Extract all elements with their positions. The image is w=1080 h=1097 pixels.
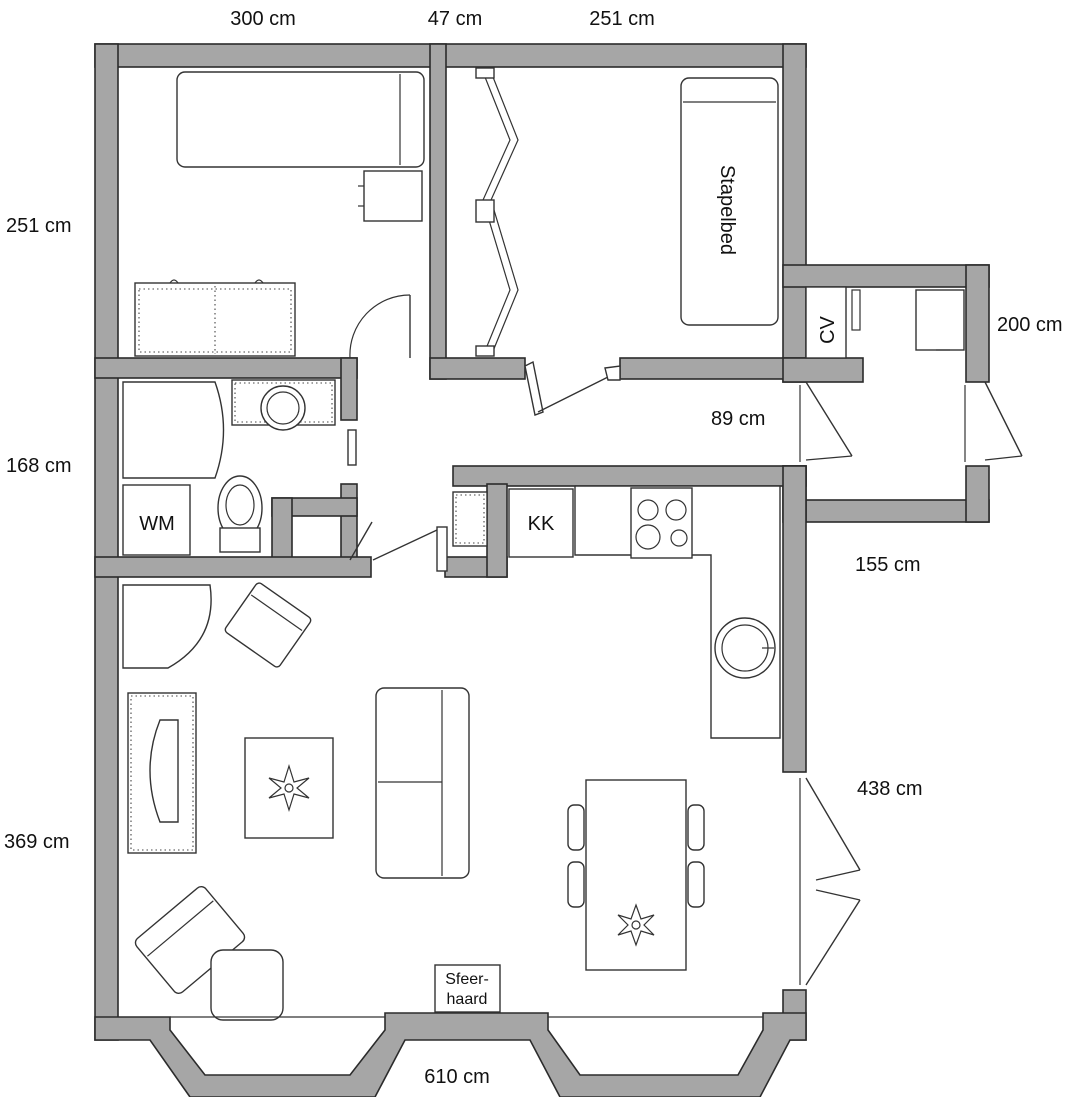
nightstand (363, 170, 423, 222)
dim-left-middle: 168 cm (6, 455, 72, 477)
dim-top-left: 300 cm (230, 8, 296, 30)
label-fridge: KK (528, 513, 555, 535)
kitchen (452, 485, 781, 739)
hall (799, 286, 1023, 462)
dim-hall-width: 89 cm (711, 408, 765, 430)
shower (122, 381, 225, 479)
stove (630, 487, 693, 559)
bedroom-1 (134, 71, 425, 359)
washing-machine (122, 484, 191, 556)
kitchen-counter (574, 485, 781, 739)
dimension-labels: 300 cm 47 cm 251 cm 251 cm 168 cm 369 cm… (4, 8, 1063, 1088)
label-fireplace-2: haard (447, 991, 488, 1008)
single-bed (176, 71, 425, 168)
tv (149, 719, 179, 823)
dim-left-lower: 369 cm (4, 831, 70, 853)
corner-cabinet (122, 584, 212, 669)
coffee-table (244, 737, 334, 839)
fridge (508, 488, 574, 558)
storage-cabinet (915, 289, 965, 351)
living-room (122, 582, 861, 1021)
bathroom-sink (260, 385, 306, 431)
footstool (210, 949, 284, 1021)
label-washing-machine: WM (139, 513, 175, 535)
label-bunk-bed: Stapelbed (716, 165, 738, 255)
dim-left-upper: 251 cm (6, 215, 72, 237)
bunk-bed (680, 77, 779, 326)
sofa (375, 687, 470, 879)
plant-dining-table (617, 903, 655, 947)
label-cv: CV (817, 315, 839, 343)
cv-cupboard (805, 286, 847, 359)
dim-right-living: 438 cm (857, 778, 923, 800)
kitchen-sink (714, 617, 776, 679)
dim-right-hall-lower: 155 cm (855, 554, 921, 576)
dim-top-right: 251 cm (589, 8, 655, 30)
walls (94, 43, 990, 1097)
label-fireplace-1: Sfeer- (445, 971, 489, 988)
bedroom-2 (475, 67, 779, 416)
dining-table (585, 779, 687, 971)
cupboard (452, 491, 488, 547)
fireplace (434, 964, 501, 1013)
bathroom (122, 379, 448, 572)
plant-coffee-table (268, 763, 310, 813)
dim-right-hall-upper: 200 cm (997, 314, 1063, 336)
armchair-top (224, 582, 312, 668)
furniture-labels: Stapelbed CV WM KK Sfeer- haard (139, 165, 839, 1008)
dim-top-middle: 47 cm (428, 8, 482, 30)
dim-bottom: 610 cm (424, 1066, 490, 1088)
